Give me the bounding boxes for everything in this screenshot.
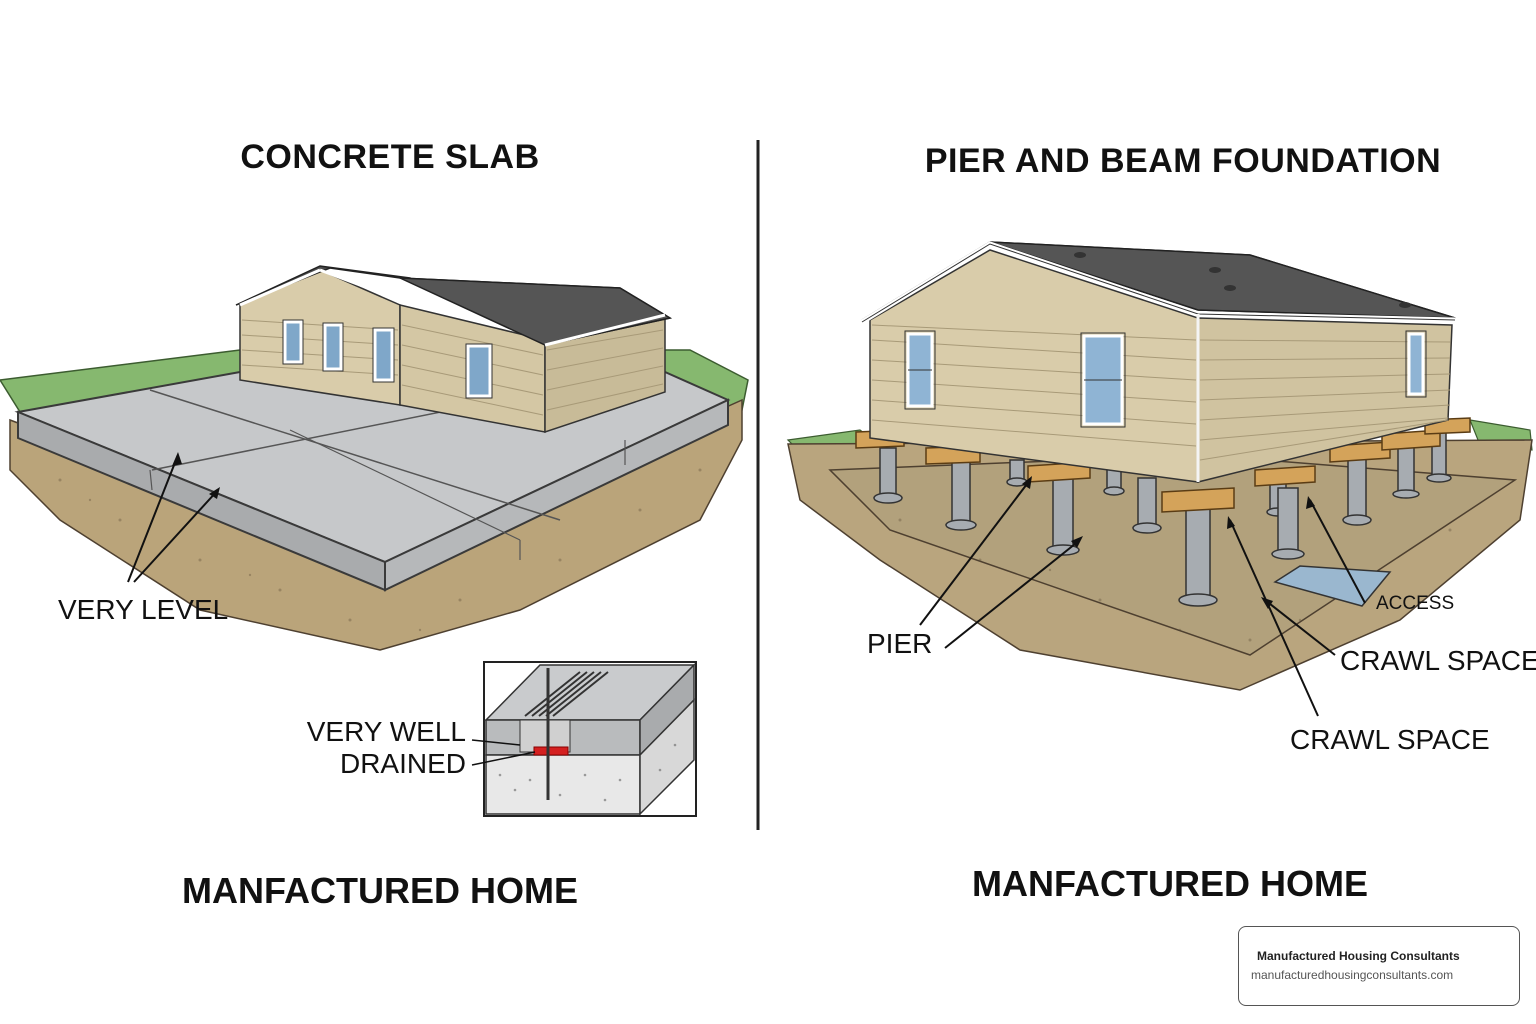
level-arrows <box>127 454 219 583</box>
very-well-drained-label: VERY WELL DRAINED <box>306 716 466 780</box>
slab-house <box>235 265 673 434</box>
beams <box>855 417 1471 513</box>
slab-title: CONCRETE SLAB <box>240 138 540 176</box>
credit-url[interactable]: manufacturedhousingconsultants.com <box>1251 968 1454 982</box>
crawl-space-label-1: CRAWL SPACE <box>1340 645 1536 676</box>
pier-beam-footer-title: MANFACTURED HOME <box>972 863 1368 904</box>
pier-beam-scene <box>786 241 1533 717</box>
pier-label: PIER <box>867 628 933 659</box>
slab-edge-right <box>384 398 729 592</box>
credit-card: Manufactured Housing Consultants manufac… <box>1238 926 1520 1006</box>
pier-beam-title: PIER AND BEAM FOUNDATION <box>924 142 1442 180</box>
credit-name: Manufactured Housing Consultants <box>1257 949 1460 963</box>
drainage-detail-inset <box>471 661 697 817</box>
pier-house <box>860 241 1456 483</box>
slab-scene <box>0 265 749 817</box>
piers <box>873 429 1452 607</box>
very-level-label: VERY LEVEL <box>58 594 229 625</box>
leader-lines <box>919 479 1366 717</box>
crawl-space-label-2: CRAWL SPACE <box>1290 724 1490 755</box>
slab-footer-title: MANFACTURED HOME <box>182 870 578 911</box>
very-well-drained-line1: VERY WELL <box>306 716 466 747</box>
access-label: ACCESS <box>1376 593 1455 614</box>
very-well-drained-line2: DRAINED <box>339 748 466 779</box>
